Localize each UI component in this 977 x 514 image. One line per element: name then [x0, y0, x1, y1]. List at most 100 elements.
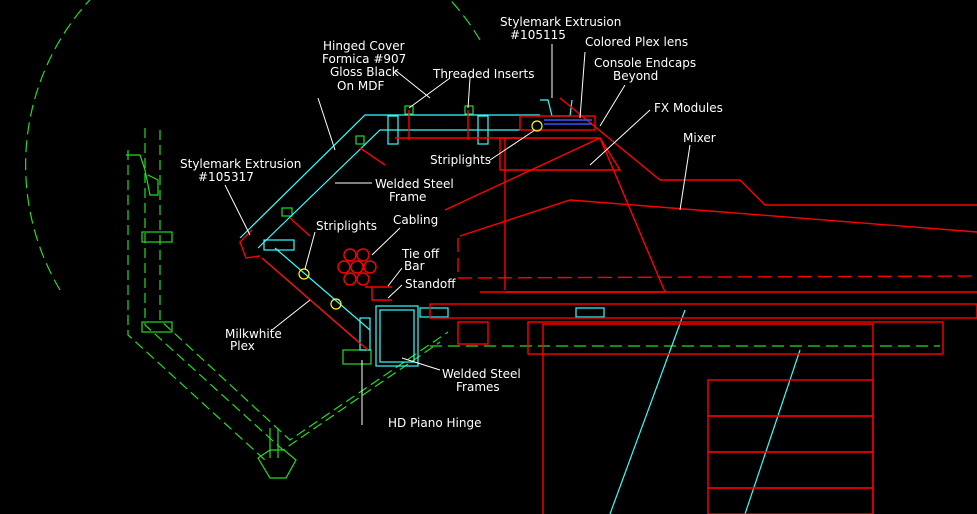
cover-inner: [257, 129, 520, 249]
console-base-rail: [429, 303, 977, 319]
cable-4: [350, 260, 364, 274]
cyan-block-c: [359, 317, 371, 351]
open-bracket-2: [141, 321, 173, 333]
frame-tick-2: [289, 217, 311, 237]
label-mixer: Mixer: [683, 131, 716, 145]
label-hinged-cover-3: Gloss Black: [330, 65, 399, 79]
open-cover-inner-2: [159, 130, 449, 441]
open-cover-inner: [144, 128, 441, 451]
leader-mixer: [679, 144, 691, 211]
label-stylemark-top-2: #105115: [510, 28, 566, 42]
standoff-bracket: [371, 287, 392, 301]
piano-hinge-block: [342, 349, 372, 365]
label-console-endcaps-1: Console Endcaps: [594, 56, 696, 70]
leader-fx: [589, 109, 651, 166]
green-clip-4: [355, 135, 365, 145]
label-stylemark-top-1: Stylemark Extrusion: [500, 15, 621, 29]
cyan-block-e: [575, 307, 605, 318]
label-standoff: Standoff: [405, 277, 456, 291]
welded-frame-diagonal: [261, 257, 369, 351]
striplight-low: [330, 298, 342, 310]
colored-plex-lens: [544, 119, 592, 125]
rack-drawer-3: [707, 451, 874, 489]
leader-endcaps: [599, 84, 626, 127]
label-tie-off-2: Bar: [404, 259, 425, 273]
leader-striplights-low: [304, 231, 316, 270]
striplights: [298, 120, 543, 310]
rack-drawer-1: [707, 379, 874, 417]
green-clip-3: [464, 105, 474, 115]
stand-off-block: [457, 321, 489, 345]
leader-stylemark-left: [224, 184, 251, 236]
console-red: [239, 97, 977, 514]
cable-2: [356, 248, 370, 262]
leader-tieoff: [387, 267, 403, 287]
label-tie-off-1: Tie off: [401, 247, 440, 261]
cable-5: [363, 260, 377, 274]
leader-lines: [224, 44, 691, 425]
fx-module-housing: [499, 137, 622, 171]
closed-cover-cyan: [239, 99, 801, 514]
label-piano-hinge: HD Piano Hinge: [388, 416, 481, 430]
leader-hinged-cover: [317, 97, 336, 151]
mixer-dashed: [457, 238, 977, 279]
leader-cabling: [371, 227, 401, 256]
cyan-block-d: [419, 307, 449, 318]
label-hinged-cover-1: Hinged Cover: [323, 39, 405, 53]
label-striplights-upper: Striplights: [430, 153, 491, 167]
cyan-block-left: [263, 239, 295, 251]
label-welded-steel-frame-2: Frame: [389, 190, 426, 204]
label-hinged-cover-4: On MDF: [337, 79, 384, 93]
frame-tick-1: [359, 147, 386, 166]
console-top-plate: [519, 115, 596, 131]
steel-frame-box-inner: [379, 309, 415, 363]
cyan-block-b: [477, 115, 489, 145]
cover-outer: [239, 114, 540, 239]
label-milkwhite-2: Plex: [230, 339, 255, 353]
stylemark-top: [540, 99, 573, 117]
fx-module-face: [459, 199, 977, 237]
steel-frame-box: [375, 305, 419, 367]
green-clip-1: [281, 207, 293, 217]
label-welded-steel-frame-1: Welded Steel: [375, 177, 454, 191]
rack-shelf: [527, 321, 944, 355]
cyan-diag-2: [744, 349, 801, 514]
console-endcap: [559, 97, 977, 206]
label-welded-steel-frames-1: Welded Steel: [442, 367, 521, 381]
label-console-endcaps-2: Beyond: [613, 69, 658, 83]
cable-3: [337, 260, 351, 274]
leader-hinged-cover-2: [394, 69, 431, 99]
cable-7: [356, 272, 370, 286]
cable-1: [343, 248, 357, 262]
leader-standoff: [387, 284, 403, 299]
open-stylemark: [126, 154, 159, 196]
label-stylemark-left-1: Stylemark Extrusion: [180, 157, 301, 171]
label-striplights-lower: Striplights: [316, 219, 377, 233]
striplight-mid: [298, 268, 310, 280]
swing-arc: [25, 0, 481, 291]
label-cabling: Cabling: [393, 213, 438, 227]
stylemark-left: [239, 229, 261, 259]
open-bracket-1: [141, 231, 173, 243]
label-colored-plex: Colored Plex lens: [585, 35, 688, 49]
leader-milkwhite: [271, 299, 311, 331]
open-cover-green: [25, 0, 940, 479]
cyan-block-a: [387, 115, 399, 145]
open-cover-outer: [127, 150, 266, 461]
leader-colored-plex: [579, 51, 586, 119]
label-stylemark-left-2: #105317: [198, 170, 254, 184]
label-fx-modules: FX Modules: [654, 101, 723, 115]
rack-drawer-2: [707, 415, 874, 453]
milkwhite-plex-2: [274, 247, 371, 331]
annotation-labels: Stylemark Extrusion #105115 Colored Plex…: [180, 15, 723, 430]
cabling-bundle: [337, 248, 377, 286]
label-milkwhite-1: Milkwhite: [225, 327, 282, 341]
label-hinged-cover-2: Formica #907: [322, 52, 406, 66]
cable-6: [343, 272, 357, 286]
rack-drawer-4: [707, 487, 874, 514]
leader-threaded-2: [467, 77, 471, 109]
label-threaded-inserts: Threaded Inserts: [432, 67, 534, 81]
leader-welded-frames: [401, 357, 441, 371]
leader-striplights-top: [489, 129, 536, 161]
